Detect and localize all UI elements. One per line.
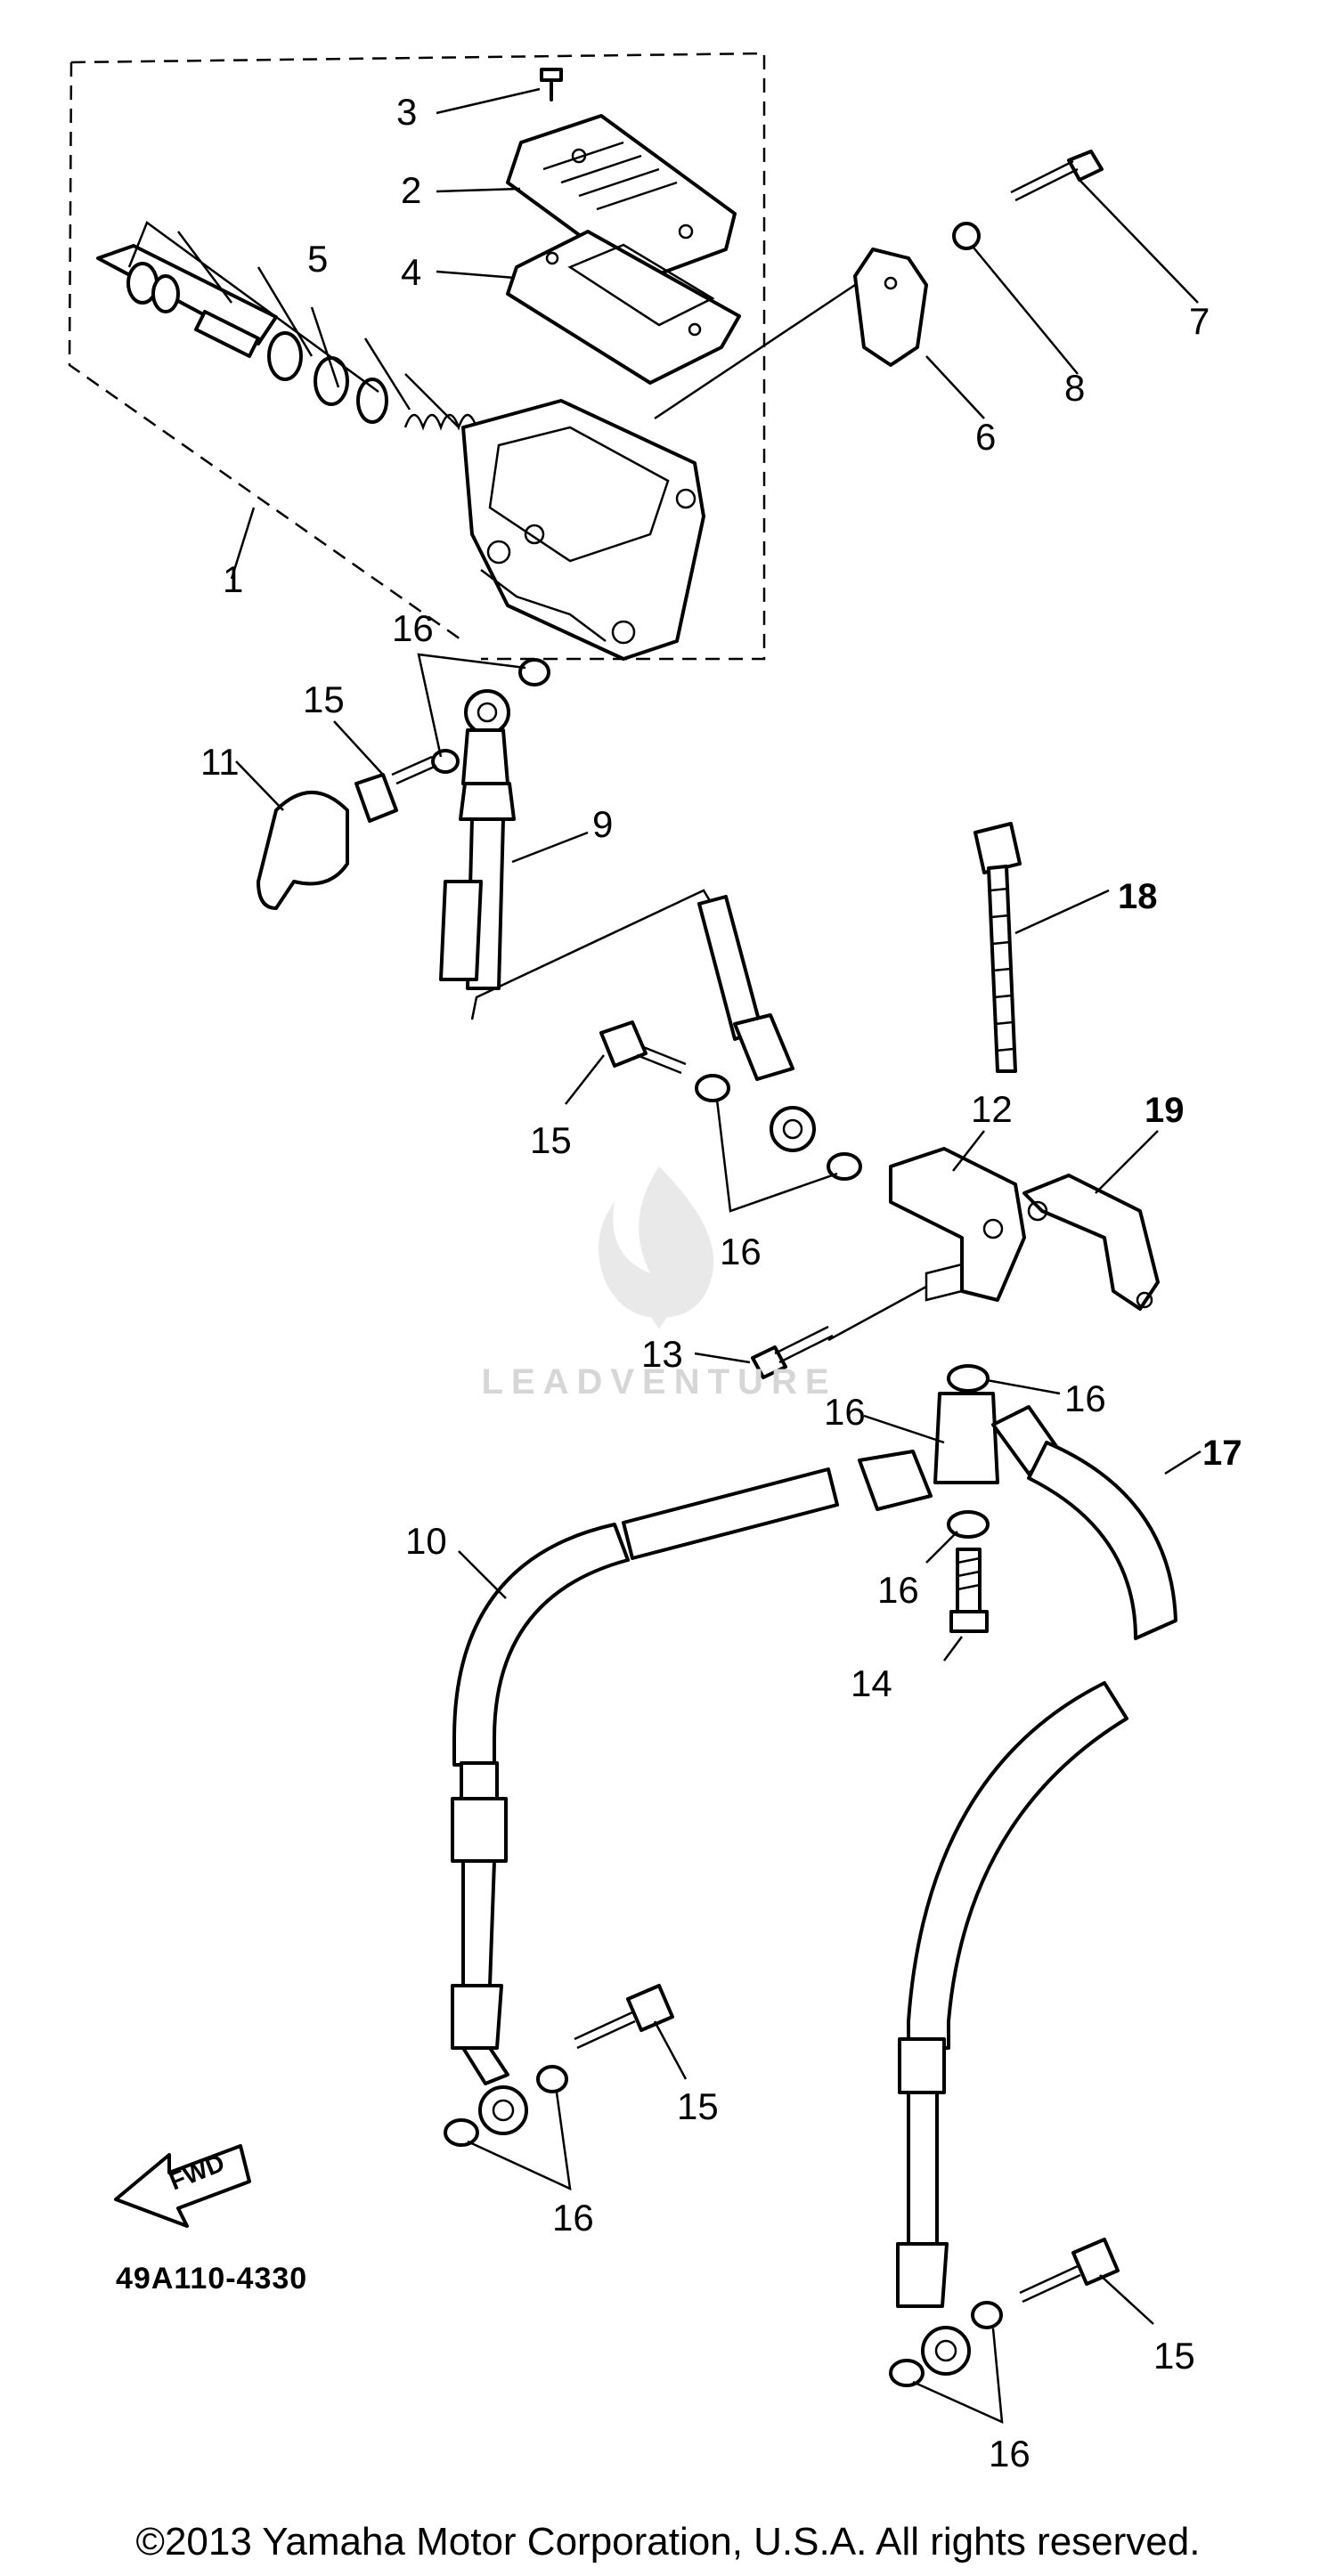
bolt-part-7: [1010, 150, 1104, 202]
brake-hose-part-10: [451, 1450, 933, 2135]
callout-4: 4: [401, 251, 421, 293]
forward-arrow-icon: FWD: [114, 2144, 251, 2228]
master-cylinder-body: [461, 399, 705, 661]
joint-part-12: [889, 1147, 1026, 1302]
callout-9: 9: [592, 803, 613, 845]
banjo-bolt-part-15-upper: [354, 755, 437, 823]
piston-kit-part-5: [96, 221, 478, 431]
callout-16-e: 16: [877, 1569, 919, 1611]
diaphragm-part-4: [506, 230, 741, 385]
joint-stack-part-14: [933, 1364, 999, 1633]
banjo-bolt-part-15-lower-right: [1019, 2238, 1120, 2304]
callout-14: 14: [851, 1662, 892, 1704]
callout-12: 12: [971, 1088, 1013, 1130]
washer-part-16-middle: [695, 1074, 862, 1181]
banjo-bolt-part-15-lower-left: [574, 1984, 674, 2050]
callout-16-a: 16: [392, 607, 434, 649]
holder-part-6: [654, 248, 928, 420]
callout-18: 18: [1118, 877, 1158, 916]
callout-7: 7: [1189, 300, 1210, 342]
callout-1: 1: [223, 558, 243, 600]
callout-8: 8: [1064, 367, 1085, 409]
callout-15-b: 15: [530, 1119, 572, 1161]
watermark-text: LEADVENTURE: [481, 1362, 837, 1402]
callout-16-c: 16: [1064, 1377, 1106, 1419]
banjo-bolt-part-15-middle: [599, 1020, 687, 1075]
callout-6: 6: [975, 416, 996, 458]
callout-15-a: 15: [303, 679, 345, 720]
callout-5: 5: [307, 238, 328, 280]
part-code: 49A110-4330: [116, 2262, 307, 2296]
cable-tie-part-18: [973, 822, 1022, 1073]
callout-16-b: 16: [720, 1231, 762, 1272]
callout-17: 17: [1202, 1434, 1242, 1473]
callout-10: 10: [405, 1520, 447, 1562]
callout-19: 19: [1145, 1091, 1185, 1130]
nut-part-8: [952, 222, 981, 250]
washer-part-16-lower-right: [889, 2301, 1003, 2387]
screw-part-3: [540, 68, 563, 102]
copyright-notice: ©2013 Yamaha Motor Corporation, U.S.A. A…: [135, 2520, 1201, 2564]
callout-16-g: 16: [989, 2433, 1031, 2474]
brake-hose-part-9: [439, 689, 516, 990]
washer-part-16-lower-left: [444, 2065, 568, 2147]
watermark-logo: [599, 1166, 714, 1329]
bolt-part-13: [751, 1325, 834, 1379]
callout-16-f: 16: [552, 2197, 594, 2239]
callout-15-d: 15: [1153, 2335, 1195, 2377]
washer-part-16-top: [431, 658, 550, 774]
cap-part-11: [257, 791, 349, 910]
callout-3: 3: [396, 91, 417, 133]
bracket-part-19: [1022, 1174, 1160, 1311]
brake-hose-part-17: [896, 1405, 1177, 2376]
reservoir-cap-part-2: [506, 114, 737, 282]
hose-segment-middle: [697, 895, 816, 1152]
callout-13: 13: [641, 1333, 683, 1375]
callout-2: 2: [401, 169, 421, 211]
callout-15-c: 15: [677, 2085, 719, 2127]
callout-16-d: 16: [824, 1391, 866, 1433]
callout-11: 11: [200, 741, 240, 783]
